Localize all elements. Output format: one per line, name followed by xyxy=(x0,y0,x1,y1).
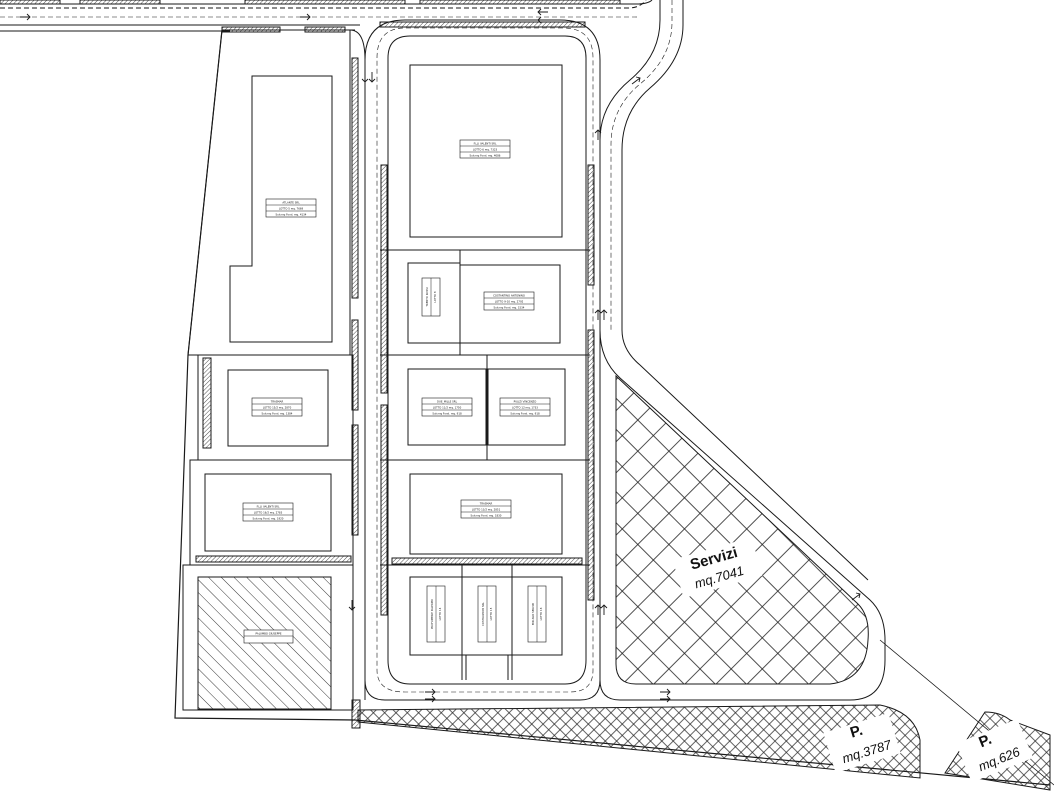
lot-number: LOTTO 15/2 mq. 2870 xyxy=(263,406,292,410)
lot-label-palumbo: PALUMBO GIUSEPPE xyxy=(243,629,294,644)
lot-label-trasmar-left: TRASMAR LOTTO 15/2 mq. 2870 Sulcrnq Fond… xyxy=(251,397,303,417)
lot-atlante xyxy=(187,29,351,356)
parking-1-label: P. mq.3787 xyxy=(823,712,901,774)
lot-label-valenti-top: F.LLI VALENTI SRL LOTTO 6 mq. 7323 Sulcr… xyxy=(459,139,511,159)
lot-extra: Sulcrnq Fond. mq. 918 xyxy=(432,412,462,416)
lot-name: TRASMAR xyxy=(480,502,493,506)
lot-number: LOTTO 14 xyxy=(438,607,442,620)
lot-mid-row xyxy=(407,355,566,460)
parking-area-1 xyxy=(357,704,921,779)
lot-number: LOTTO 15 xyxy=(489,607,493,620)
lot-name: COSTANTINO ANTONINO xyxy=(493,294,525,298)
curb-strips xyxy=(195,21,595,729)
lot-number: LOTTO 5 mq. 7669 xyxy=(279,207,304,211)
lot-number: LOTTO 16 xyxy=(539,607,543,620)
direction-arrows xyxy=(20,8,861,703)
servizi-area xyxy=(615,374,869,685)
lot-label-v1: TRENTO ROSSI LOTTO 8 xyxy=(421,277,441,317)
lot-name: F.LLI VALENTI SRL xyxy=(474,142,497,146)
lot-number: LOTTO 11/2 mq. 1750 xyxy=(433,406,462,410)
lot-extra: Sulcrnq Fond. mq. 4086 xyxy=(470,154,501,158)
top-road xyxy=(0,0,653,32)
lot-label-pulizi: PULIZI VINCENZO LOTTO 12 mq. 1733 Sulcrn… xyxy=(499,397,551,417)
parking-2-title: P. xyxy=(976,731,994,751)
lot-name: DUE_MILLE SRL xyxy=(437,400,458,404)
lot-label-trasmar-mid: TRASMAR LOTTO 13/2 mq. 2851 Sulcrnq Fond… xyxy=(460,499,512,519)
lot-number: LOTTO 8 xyxy=(433,291,437,302)
lot-name: TRASMAR xyxy=(271,400,284,404)
lot-name: COSTRUZIONI SRL xyxy=(481,602,485,626)
lot-name: ATLANTE SRL xyxy=(282,201,300,205)
lot-number: LOTTO 13/2 mq. 2851 xyxy=(472,508,501,512)
lot-number: LOTTO 9-10 mq. 2792 xyxy=(495,300,524,304)
lot-label-v2: PROFUMERIE PALERMO LOTTO 14 xyxy=(426,585,446,643)
lot-extra: Sulcrnq Fond. mq. 1920 xyxy=(253,517,284,521)
lot-costantino xyxy=(407,250,561,355)
lot-label-mid-left: DUE_MILLE SRL LOTTO 11/2 mq. 1750 Sulcrn… xyxy=(421,397,473,417)
lot-number: LOTTO 16/2 mq. 2783 xyxy=(254,511,283,515)
lot-label-atlante: ATLANTE SRL LOTTO 5 mq. 7669 Sulcrnq Fon… xyxy=(265,198,317,218)
lot-trasmar-mid xyxy=(409,473,563,555)
east-road xyxy=(599,0,886,701)
lot-extra: Sulcrnq Fond. mq. 1384 xyxy=(262,412,293,416)
lot-name: PALUMBO GIUSEPPE xyxy=(256,632,282,636)
lot-name: EDILSUD SERVIZI xyxy=(531,603,535,625)
lot-extra: Sulcrnq Fond. mq. 918 xyxy=(510,412,540,416)
lot-extra: Sulcrnq Fond. mq. 4134 xyxy=(276,213,307,217)
servizi-label: Servizi mq.7041 xyxy=(672,537,763,599)
lot-label-v3: COSTRUZIONI SRL LOTTO 15 xyxy=(477,585,497,643)
lot-name: TRENTO ROSSI xyxy=(425,287,429,307)
lot-extra: Sulcrnq Fond. mq. 1534 xyxy=(494,306,525,310)
lot-name: F.LLI VALENTI SRL xyxy=(257,505,280,509)
lot-name: PROFUMERIE PALERMO xyxy=(430,599,434,629)
lot-label-valenti-left: F.LLI VALENTI SRL LOTTO 16/2 mq. 2783 Su… xyxy=(242,502,294,522)
lot-number: LOTTO 6 mq. 7323 xyxy=(473,148,498,152)
lot-extra: Sulcrnq Fond. mq. 1830 xyxy=(471,514,502,518)
lot-number: LOTTO 12 mq. 1733 xyxy=(512,406,538,410)
lot-name: PULIZI VINCENZO xyxy=(514,400,537,404)
lot-bottom-row xyxy=(409,565,563,680)
lot-label-v4: EDILSUD SERVIZI LOTTO 16 xyxy=(527,585,547,643)
lot-valenti-top xyxy=(409,64,563,238)
parking-1-title: P. xyxy=(848,722,865,742)
lot-label-costantino: COSTANTINO ANTONINO LOTTO 9-10 mq. 2792 … xyxy=(483,291,535,311)
